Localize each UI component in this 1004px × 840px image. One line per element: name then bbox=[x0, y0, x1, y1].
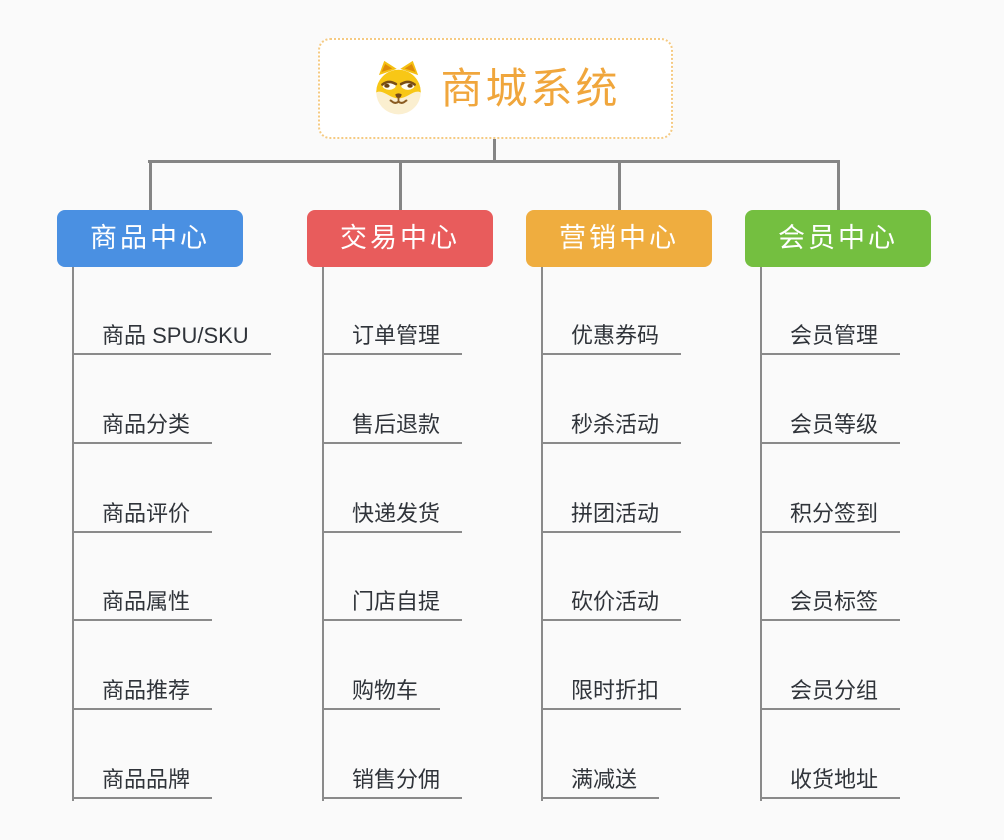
mindmap-item[interactable]: 商品评价 bbox=[72, 502, 213, 533]
mindmap-item[interactable]: 拼团活动 bbox=[541, 502, 682, 533]
mindmap-item[interactable]: 会员分组 bbox=[760, 680, 901, 711]
connector-branch-drop bbox=[398, 160, 402, 210]
connector-branch-spine bbox=[760, 267, 762, 801]
branch-label: 交易中心 bbox=[340, 223, 460, 253]
branch-header-1[interactable]: 商品中心 bbox=[57, 210, 243, 267]
mindmap-item[interactable]: 限时折扣 bbox=[541, 680, 682, 711]
mindmap-item[interactable]: 商品 SPU/SKU bbox=[72, 325, 271, 355]
branch-label: 会员中心 bbox=[778, 223, 898, 253]
mindmap-item[interactable]: 优惠券码 bbox=[541, 325, 682, 355]
mindmap-item[interactable]: 会员管理 bbox=[760, 325, 901, 355]
mindmap-item[interactable]: 购物车 bbox=[322, 680, 441, 711]
connector-branch-drop bbox=[148, 160, 152, 210]
mindmap-item[interactable]: 满减送 bbox=[541, 769, 660, 799]
connector-branch-spine bbox=[72, 267, 74, 801]
mindmap-item[interactable]: 售后退款 bbox=[322, 413, 463, 444]
mindmap-item[interactable]: 商品推荐 bbox=[72, 680, 213, 711]
mindmap-item[interactable]: 积分签到 bbox=[760, 502, 901, 533]
mindmap-item[interactable]: 会员标签 bbox=[760, 591, 901, 622]
mindmap-item[interactable]: 秒杀活动 bbox=[541, 413, 682, 444]
connector-branch-drop bbox=[836, 160, 840, 210]
connector-horizontal-bar bbox=[148, 160, 839, 163]
branch-label: 营销中心 bbox=[559, 223, 679, 253]
mindmap-item[interactable]: 快递发货 bbox=[322, 502, 463, 533]
mindmap-item[interactable]: 商品属性 bbox=[72, 591, 213, 622]
mindmap-item[interactable]: 砍价活动 bbox=[541, 591, 682, 622]
mindmap-item[interactable]: 商品分类 bbox=[72, 413, 213, 444]
root-node[interactable]: 商城系统 bbox=[318, 38, 673, 139]
branch-header-2[interactable]: 交易中心 bbox=[307, 210, 493, 267]
doge-icon bbox=[370, 60, 427, 117]
mindmap-item[interactable]: 门店自提 bbox=[322, 591, 463, 622]
connector-branch-drop bbox=[617, 160, 621, 210]
branch-label: 商品中心 bbox=[90, 223, 210, 253]
root-title: 商城系统 bbox=[440, 64, 621, 112]
mindmap-item[interactable]: 订单管理 bbox=[322, 325, 463, 355]
mindmap-item[interactable]: 商品品牌 bbox=[72, 769, 213, 799]
mindmap-item[interactable]: 销售分佣 bbox=[322, 769, 463, 799]
connector-branch-spine bbox=[541, 267, 543, 801]
branch-header-3[interactable]: 营销中心 bbox=[526, 210, 712, 267]
mindmap-item[interactable]: 会员等级 bbox=[760, 413, 901, 444]
connector-root-stem bbox=[493, 139, 496, 162]
mindmap-item[interactable]: 收货地址 bbox=[760, 769, 901, 799]
connector-branch-spine bbox=[322, 267, 324, 801]
branch-header-4[interactable]: 会员中心 bbox=[745, 210, 931, 267]
